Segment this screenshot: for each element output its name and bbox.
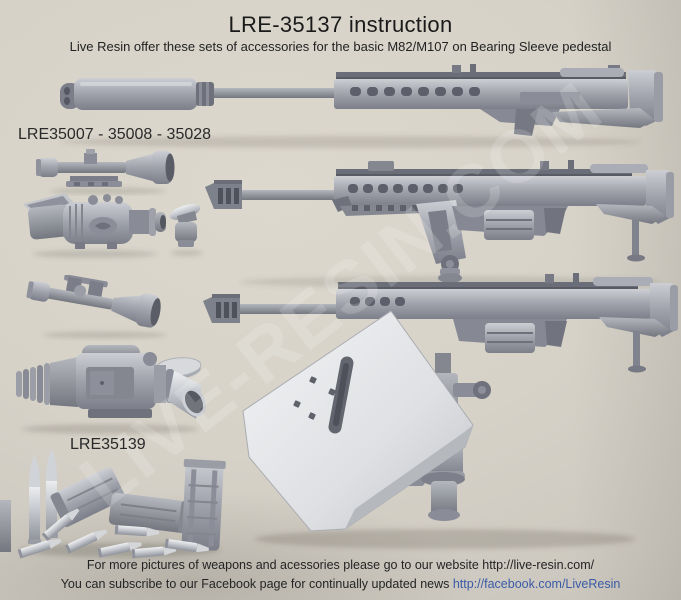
facebook-link[interactable]: http://facebook.com/LiveResin: [452, 577, 621, 591]
footer-line1: For more pictures of weapons and acessor…: [86, 558, 595, 572]
scope-set-label: LRE35007 - 35008 - 35028: [18, 126, 212, 143]
ammo-set-label: LRE35139: [70, 436, 146, 453]
night-sight-bottom-figure: [16, 345, 206, 434]
footer-line2-text: You can subscribe to our Facebook page f…: [60, 577, 450, 591]
rifle-adapter-figure: [205, 160, 674, 288]
ammo-group-figure: [0, 449, 226, 559]
rifle-shield-figure: [203, 273, 678, 549]
footer-line2: You can subscribe to our Facebook page f…: [0, 577, 681, 591]
scope-top-figure: [36, 149, 175, 195]
scope-bottom-figure: [26, 275, 167, 339]
night-sight-top-figure: [23, 193, 203, 258]
page-subtitle: Live Resin offer these sets of accessori…: [69, 39, 612, 54]
suppressed-rifle-figure: [60, 64, 663, 148]
page-title: LRE-35137 instruction: [228, 12, 453, 37]
